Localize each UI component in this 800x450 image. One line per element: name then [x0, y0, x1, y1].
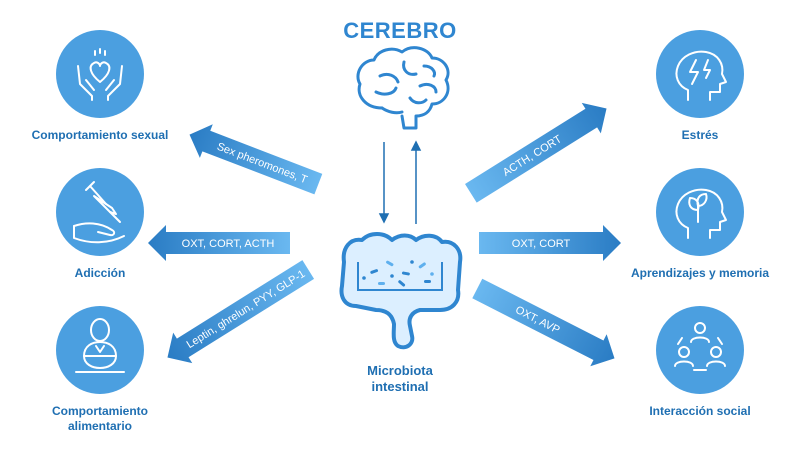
arrow-label-learning: OXT, CORT — [512, 238, 571, 250]
label-sexual: Comportamiento sexual — [31, 128, 169, 142]
center-label-line1: Microbiota — [367, 363, 433, 378]
brain-gut-arrows — [378, 140, 422, 224]
diagram-title: CEREBRO — [343, 18, 457, 43]
arrow-addiction: OXT, CORT, ACTH — [148, 225, 290, 261]
intestine-icon — [339, 232, 463, 350]
label-feeding-line2: alimentario — [67, 419, 133, 433]
node-stress — [656, 30, 744, 118]
label-feeding: Comportamiento alimentario — [20, 404, 180, 434]
node-addiction — [56, 168, 144, 256]
node-feeding — [56, 306, 144, 394]
people-cycle-icon — [674, 322, 726, 371]
center-label: Microbiota intestinal — [330, 363, 470, 395]
hands-heart-icon — [77, 48, 123, 101]
arrow-label-feeding: Leptin, ghrelun, PYY, GLP-1 — [185, 268, 308, 351]
label-social: Interacción social — [649, 404, 751, 418]
label-addiction: Adicción — [74, 266, 126, 280]
arrow-learning: OXT, CORT — [479, 225, 621, 261]
label-learning: Aprendizajes y memoria — [630, 266, 770, 280]
brain-icon — [356, 46, 450, 130]
arrow-stress: ACTH, CORT — [465, 102, 607, 203]
arrow-feeding: Leptin, ghrelun, PYY, GLP-1 — [167, 260, 315, 364]
arrow-sexual: Sex pheromones, T — [189, 124, 323, 195]
node-sexual — [56, 30, 144, 118]
head-plant-icon — [675, 188, 727, 239]
arrow-social: OXT, AVP — [472, 278, 615, 367]
node-learning — [656, 168, 744, 256]
arrow-label-addiction: OXT, CORT, ACTH — [182, 238, 275, 250]
label-stress: Estrés — [681, 128, 719, 142]
center-label-line2: intestinal — [371, 379, 429, 394]
node-social — [656, 306, 744, 394]
label-feeding-line1: Comportamiento — [52, 404, 148, 418]
hand-syringe-icon — [73, 181, 125, 244]
head-lightning-icon — [675, 50, 727, 101]
person-eating-icon — [75, 318, 125, 373]
